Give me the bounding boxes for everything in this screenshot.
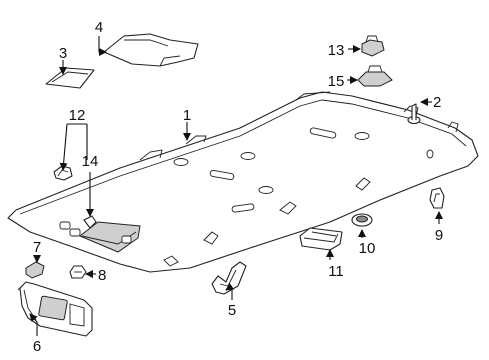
callout-label-9: 9 [435,227,443,244]
bracket-15[interactable] [357,65,393,87]
callout-label-12: 12 [69,107,86,124]
callout-label-13: 13 [328,42,345,59]
clip-7[interactable] [25,261,45,279]
clip-13[interactable] [361,35,385,57]
callout-label-10: 10 [359,240,376,257]
retainer-9[interactable] [429,187,445,209]
callout-label-15: 15 [328,73,345,90]
callout-label-8: 8 [98,267,106,284]
clip-8[interactable] [69,265,87,279]
sunvisor-6[interactable] [17,281,93,337]
callout-label-4: 4 [95,19,103,36]
headliner-panel[interactable] [7,91,479,273]
callout-label-6: 6 [33,338,41,355]
grommet-10[interactable] [351,213,373,227]
dome-lamp-11[interactable] [299,227,343,251]
assist-handle-5[interactable] [211,261,247,295]
callout-label-1: 1 [183,107,191,124]
push-pin-2[interactable] [407,103,421,125]
callout-label-3: 3 [59,45,67,62]
callout-label-14: 14 [82,153,99,170]
leader-lines [29,36,443,336]
callout-label-5: 5 [228,302,236,319]
callout-label-7: 7 [33,239,41,256]
insulator-pad[interactable] [103,33,199,67]
callout-label-11: 11 [328,263,344,280]
small-pad[interactable] [45,67,95,89]
callout-label-2: 2 [433,94,441,111]
clip-14[interactable] [83,215,97,229]
